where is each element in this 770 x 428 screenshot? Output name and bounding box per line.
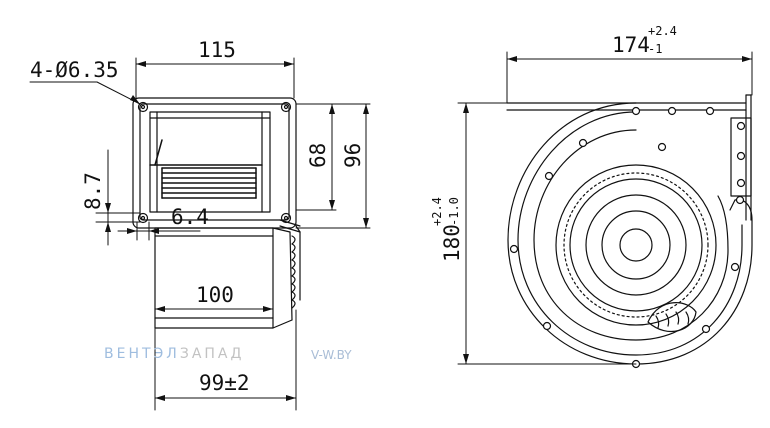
- scroll-inner: [533, 129, 729, 341]
- dim-width-top: 115: [198, 38, 236, 62]
- dim-depth-inner: 100: [196, 283, 234, 307]
- dim-side-height-tol-lower: -1.0: [447, 197, 461, 226]
- mounting-hole: [280, 101, 292, 113]
- dim-holes: 4-Ø6.35: [30, 58, 119, 82]
- dim-height-inner: 68: [306, 143, 330, 168]
- motor-hub: [585, 194, 687, 296]
- dim-side-width: 174: [612, 33, 650, 57]
- watermark-url: V-W.BY: [311, 348, 352, 362]
- impeller-ring: [555, 164, 717, 326]
- dim-offset-vertical: 8.7: [81, 172, 105, 210]
- rivets: [509, 106, 746, 369]
- dim-height-outer: 96: [341, 143, 365, 168]
- dim-side-height: 180: [440, 224, 464, 262]
- side-ribs: [291, 225, 301, 309]
- motor-body: [154, 227, 274, 329]
- shaft-center: [619, 228, 653, 262]
- mounting-hole: [280, 212, 292, 224]
- dim-side-width-tol-lower: -1: [648, 42, 662, 56]
- mounting-hole: [137, 101, 149, 113]
- watermark-brand-part1: ВЕНТЭЛ: [104, 346, 180, 362]
- impeller-blades: [149, 139, 263, 199]
- watermark-brand-part2: ЗАПАД: [179, 346, 245, 362]
- side-dimension-arrows: [463, 56, 752, 364]
- front-view: [132, 97, 301, 329]
- watermark-brand: ВЕНТЭЛЗАПАД: [104, 346, 244, 362]
- side-bracket: [730, 117, 752, 197]
- dim-depth-outer: 99±2: [199, 371, 250, 395]
- volute-casing: [507, 102, 753, 365]
- dimension-arrows: [105, 61, 369, 401]
- dim-side-height-tol-upper: +2.4: [430, 197, 444, 226]
- mounting-hole: [137, 212, 149, 224]
- dim-offset-horizontal: 6.4: [171, 205, 209, 229]
- dim-side-width-tol-upper: +2.4: [648, 24, 677, 38]
- outlet-opening: [149, 111, 271, 213]
- label-patch: [647, 302, 697, 333]
- side-dimension-lines: [457, 51, 753, 365]
